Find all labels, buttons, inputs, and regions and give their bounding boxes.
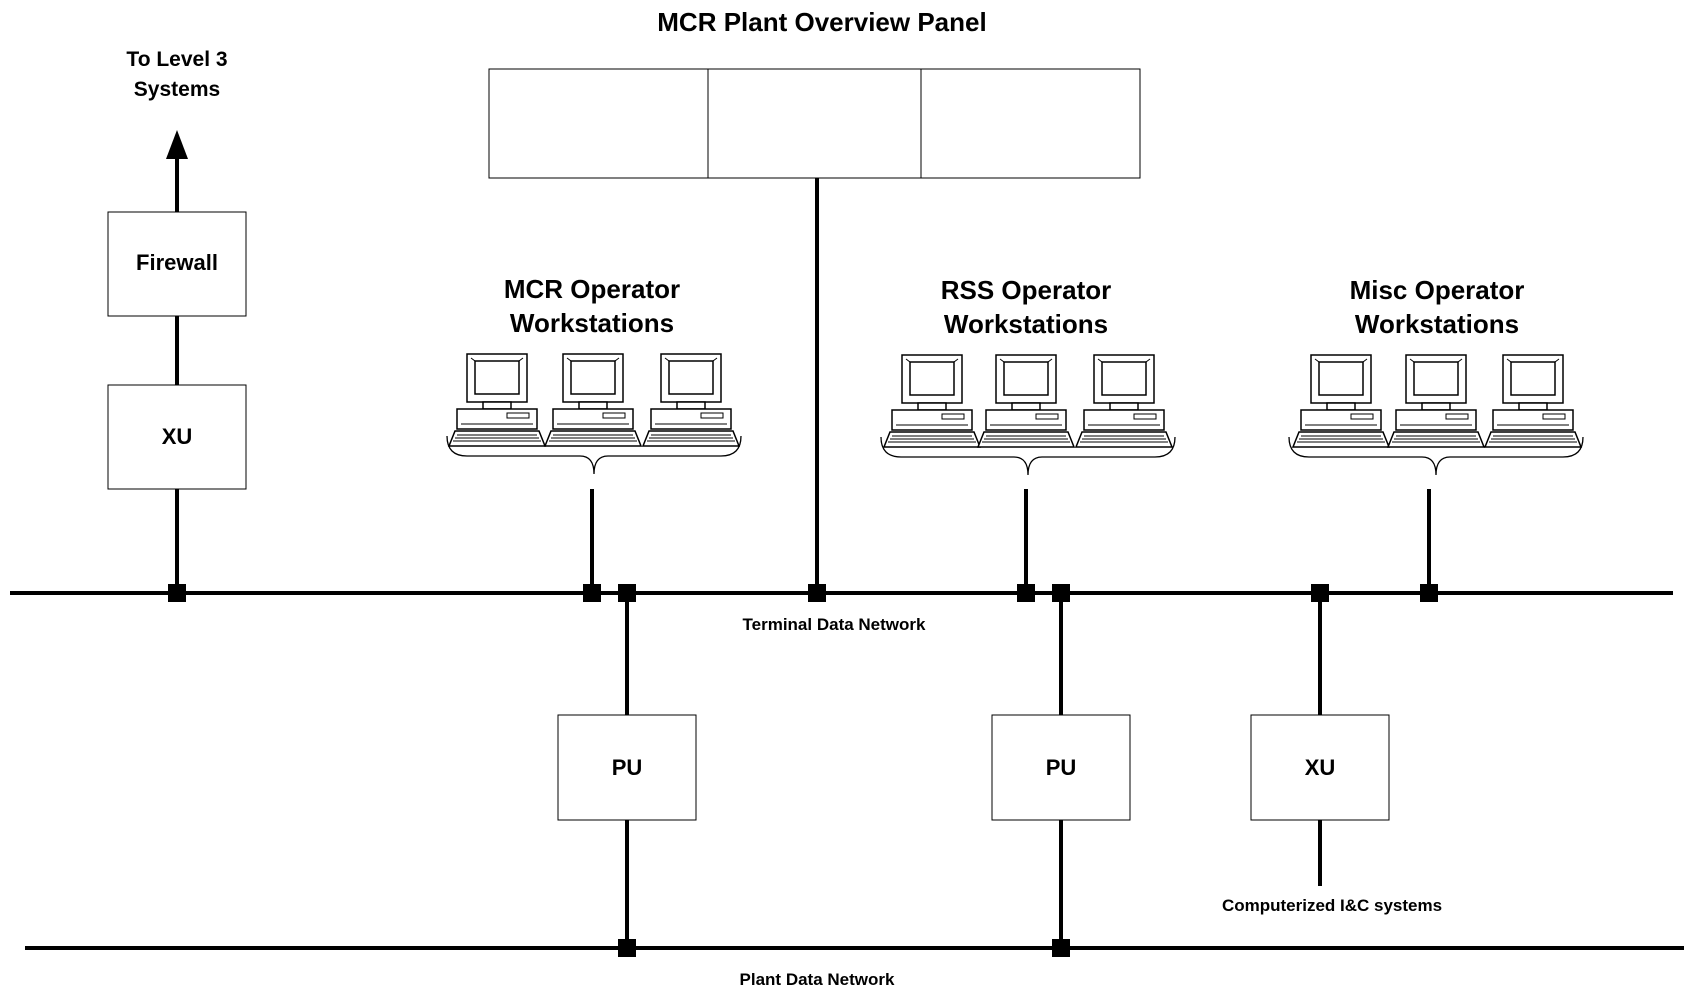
junction-node (1420, 584, 1438, 602)
junction-node (808, 584, 826, 602)
plant-network-label: Plant Data Network (740, 970, 895, 989)
junction-node (1052, 939, 1070, 957)
misc-workstation-group (1288, 354, 1584, 476)
mcr-group-label-line1: MCR Operator (504, 274, 680, 304)
misc-group-label-line1: Misc Operator (1350, 275, 1525, 305)
uplink-arrow (166, 130, 188, 159)
external-label-line2: Systems (134, 78, 220, 101)
junction-node (618, 584, 636, 602)
xu-label-top: XU (162, 424, 193, 449)
rss-workstation-icon (977, 354, 1075, 448)
mcr-workstation-icon (448, 353, 546, 447)
misc-workstation-icon (1484, 354, 1582, 448)
xu-box-bottom (1250, 714, 1390, 821)
misc-workstation-icon (1387, 354, 1485, 448)
page-title: MCR Plant Overview Panel (657, 7, 986, 37)
pu-label-right: PU (1046, 755, 1077, 780)
junction-node (1311, 584, 1329, 602)
junction-node (1052, 584, 1070, 602)
overview-panel (488, 68, 1141, 179)
junction-nodes (168, 584, 1438, 957)
junction-node (618, 939, 636, 957)
junction-node (1017, 584, 1035, 602)
firewall-label: Firewall (136, 250, 218, 275)
rss-workstation-icon (883, 354, 981, 448)
firewall-box (107, 211, 247, 317)
mcr-workstation-group (446, 353, 742, 475)
rss-group-label-line1: RSS Operator (941, 275, 1112, 305)
mcr-workstation-icon (544, 353, 642, 447)
pu-box-left (557, 714, 697, 821)
rss-workstation-icon (1075, 354, 1173, 448)
mcr-group-label-line2: Workstations (510, 308, 674, 338)
misc-group-label-line2: Workstations (1355, 309, 1519, 339)
misc-workstation-icon (1292, 354, 1390, 448)
rss-group-label-line2: Workstations (944, 309, 1108, 339)
junction-node (168, 584, 186, 602)
pu-label-left: PU (612, 755, 643, 780)
rss-workstation-group (880, 354, 1176, 476)
junction-node (583, 584, 601, 602)
ic-systems-label: Computerized I&C systems (1222, 896, 1442, 915)
mcr-workstation-icon (642, 353, 740, 447)
external-label-line1: To Level 3 (126, 48, 227, 71)
xu-label-bottom: XU (1305, 755, 1336, 780)
pu-box-right (991, 714, 1131, 821)
terminal-network-label: Terminal Data Network (743, 615, 927, 634)
